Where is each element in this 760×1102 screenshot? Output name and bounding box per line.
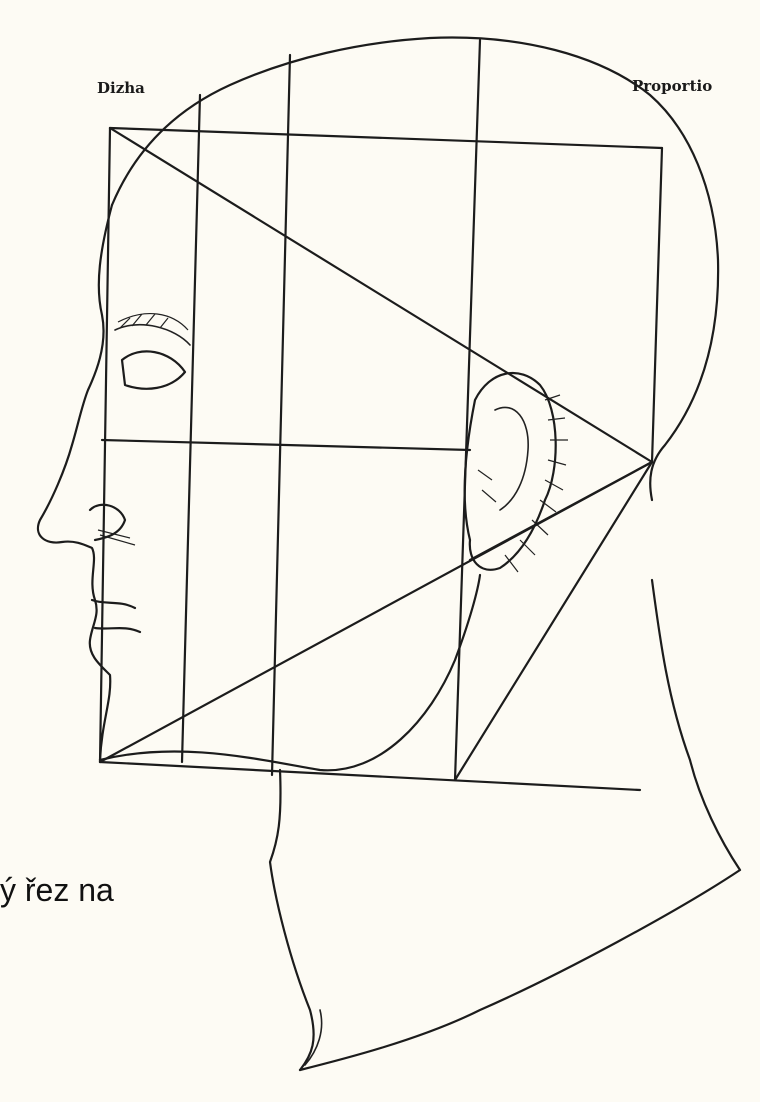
neck-back xyxy=(300,580,740,1070)
grid-right xyxy=(652,148,662,462)
eyebrow xyxy=(118,314,188,330)
lips xyxy=(92,600,140,632)
label-dizha: Dizha xyxy=(97,79,145,97)
ear-inner xyxy=(495,407,528,510)
nostril xyxy=(90,505,125,540)
caption-fragment: ý řez na xyxy=(0,872,114,908)
jaw-line xyxy=(100,575,480,770)
diagonal-jaw xyxy=(470,462,652,560)
eye xyxy=(122,351,185,388)
grid-bottom xyxy=(100,762,640,790)
neck-front xyxy=(270,770,314,1070)
grid-vertical-3 xyxy=(455,40,480,780)
grid-top xyxy=(110,128,662,148)
label-proportio: Proportio xyxy=(632,77,712,95)
grid-middle xyxy=(102,440,470,450)
grid-vertical-1 xyxy=(182,95,200,762)
eyelid xyxy=(115,325,190,345)
head-outline xyxy=(112,38,718,500)
grid-left xyxy=(100,128,110,762)
